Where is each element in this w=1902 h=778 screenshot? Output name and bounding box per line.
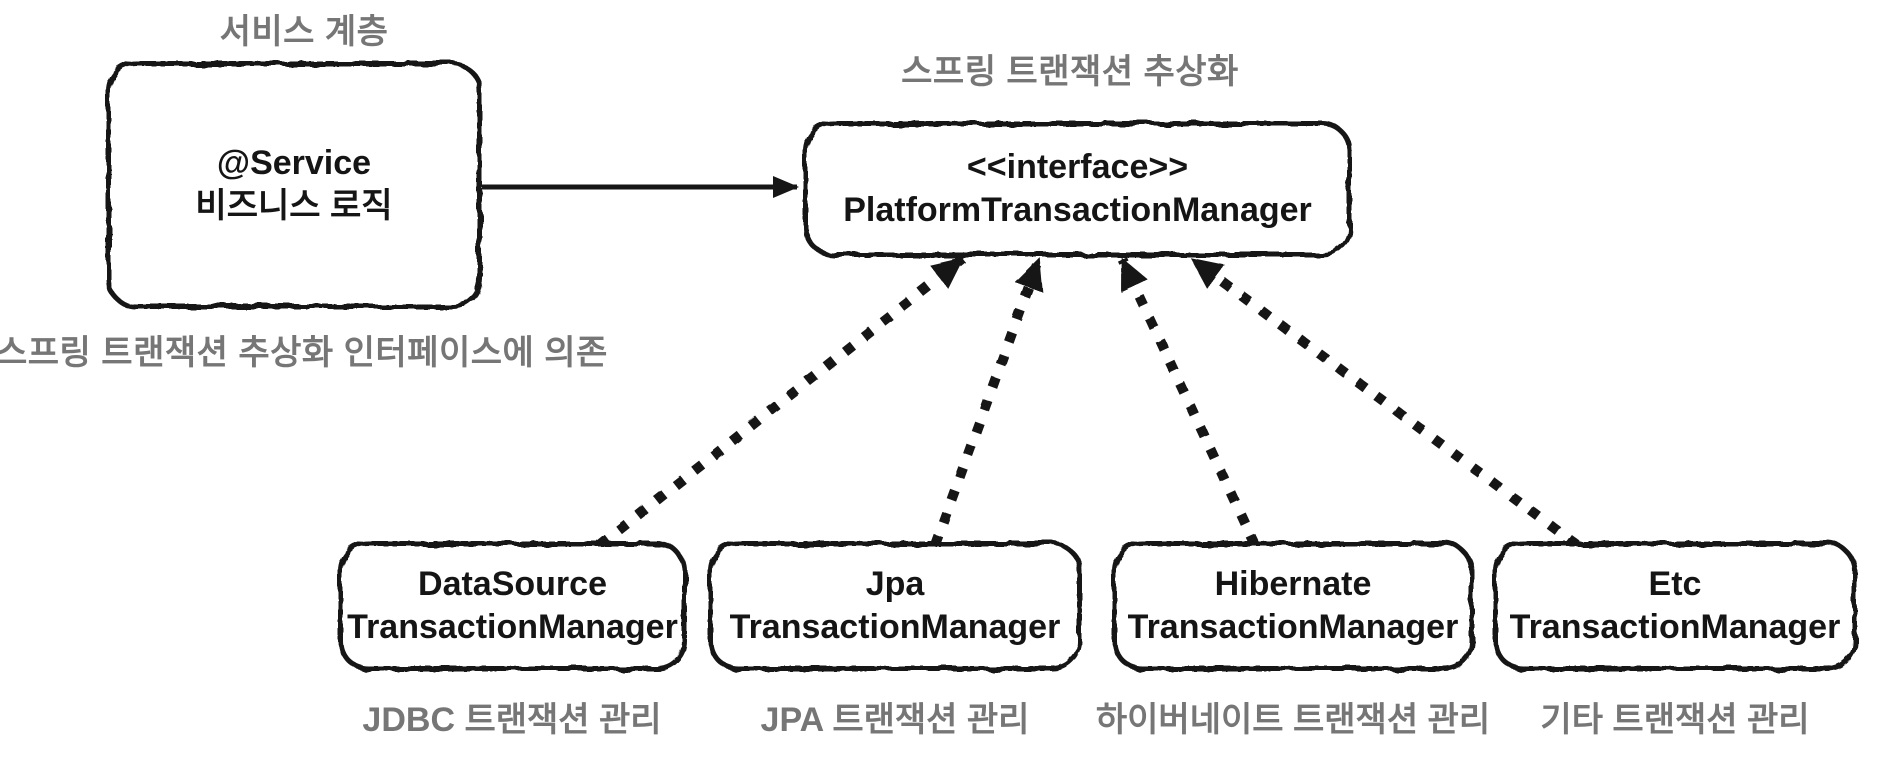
etc-transaction-manager-box: Etc TransactionManager xyxy=(1493,541,1857,671)
service-box: @Service 비즈니스 로직 xyxy=(106,61,482,309)
etc-tx-caption: 기타 트랜잭션 관리 xyxy=(1540,701,1810,739)
jdbc-tx-caption: JDBC 트랜잭션 관리 xyxy=(362,701,662,739)
etc-line2: TransactionManager xyxy=(1509,608,1841,646)
etc-line1: Etc xyxy=(1648,565,1702,603)
hibernate-impl-arrow xyxy=(1117,256,1260,548)
datasource-box-border xyxy=(338,541,687,671)
jpa-impl-arrow xyxy=(930,257,1044,547)
jpa-box-text: Jpa TransactionManager xyxy=(710,543,1080,669)
interface-stereotype-text: <<interface>> xyxy=(966,148,1189,186)
etc-impl-arrow xyxy=(1189,254,1580,550)
datasource-transaction-manager-box: DataSource TransactionManager xyxy=(338,541,687,671)
service-layer-label: 서비스 계층 xyxy=(219,13,389,51)
hibernate-box-text: Hibernate TransactionManager xyxy=(1114,543,1472,669)
spring-tx-abstraction-label: 스프링 트랜잭션 추상화 xyxy=(901,53,1239,91)
datasource-box-text: DataSource TransactionManager xyxy=(340,543,685,669)
hibernate-box-border xyxy=(1112,541,1474,671)
jpa-line2: TransactionManager xyxy=(729,608,1061,646)
jpa-box-border xyxy=(708,541,1082,671)
service-box-text: @Service 비즈니스 로직 xyxy=(108,63,480,307)
interface-name-text: PlatformTransactionManager xyxy=(843,191,1312,229)
business-logic-text: 비즈니스 로직 xyxy=(195,187,393,225)
interface-box-text: <<interface>> PlatformTransactionManager xyxy=(805,123,1350,255)
dependency-note-label: 스프링 트랜잭션 추상화 인터페이스에 의존 xyxy=(0,334,608,372)
service-annotation-text: @Service xyxy=(216,144,372,182)
hibernate-line2: TransactionManager xyxy=(1127,608,1459,646)
hibernate-tx-caption: 하이버네이트 트랜잭션 관리 xyxy=(1095,701,1491,739)
jpa-tx-caption: JPA 트랜잭션 관리 xyxy=(760,701,1030,739)
etc-box-text: Etc TransactionManager xyxy=(1495,543,1855,669)
etc-box-border xyxy=(1493,541,1857,671)
hibernate-line1: Hibernate xyxy=(1214,565,1372,603)
jpa-transaction-manager-box: Jpa TransactionManager xyxy=(708,541,1082,671)
platform-transaction-manager-box: <<interface>> PlatformTransactionManager xyxy=(803,121,1352,257)
interface-box-border xyxy=(803,121,1352,257)
jpa-line1: Jpa xyxy=(865,565,925,603)
datasource-impl-arrow xyxy=(596,255,967,549)
datasource-line1: DataSource xyxy=(418,565,607,603)
hibernate-transaction-manager-box: Hibernate TransactionManager xyxy=(1112,541,1474,671)
datasource-line2: TransactionManager xyxy=(347,608,678,646)
service-box-border xyxy=(106,61,482,309)
